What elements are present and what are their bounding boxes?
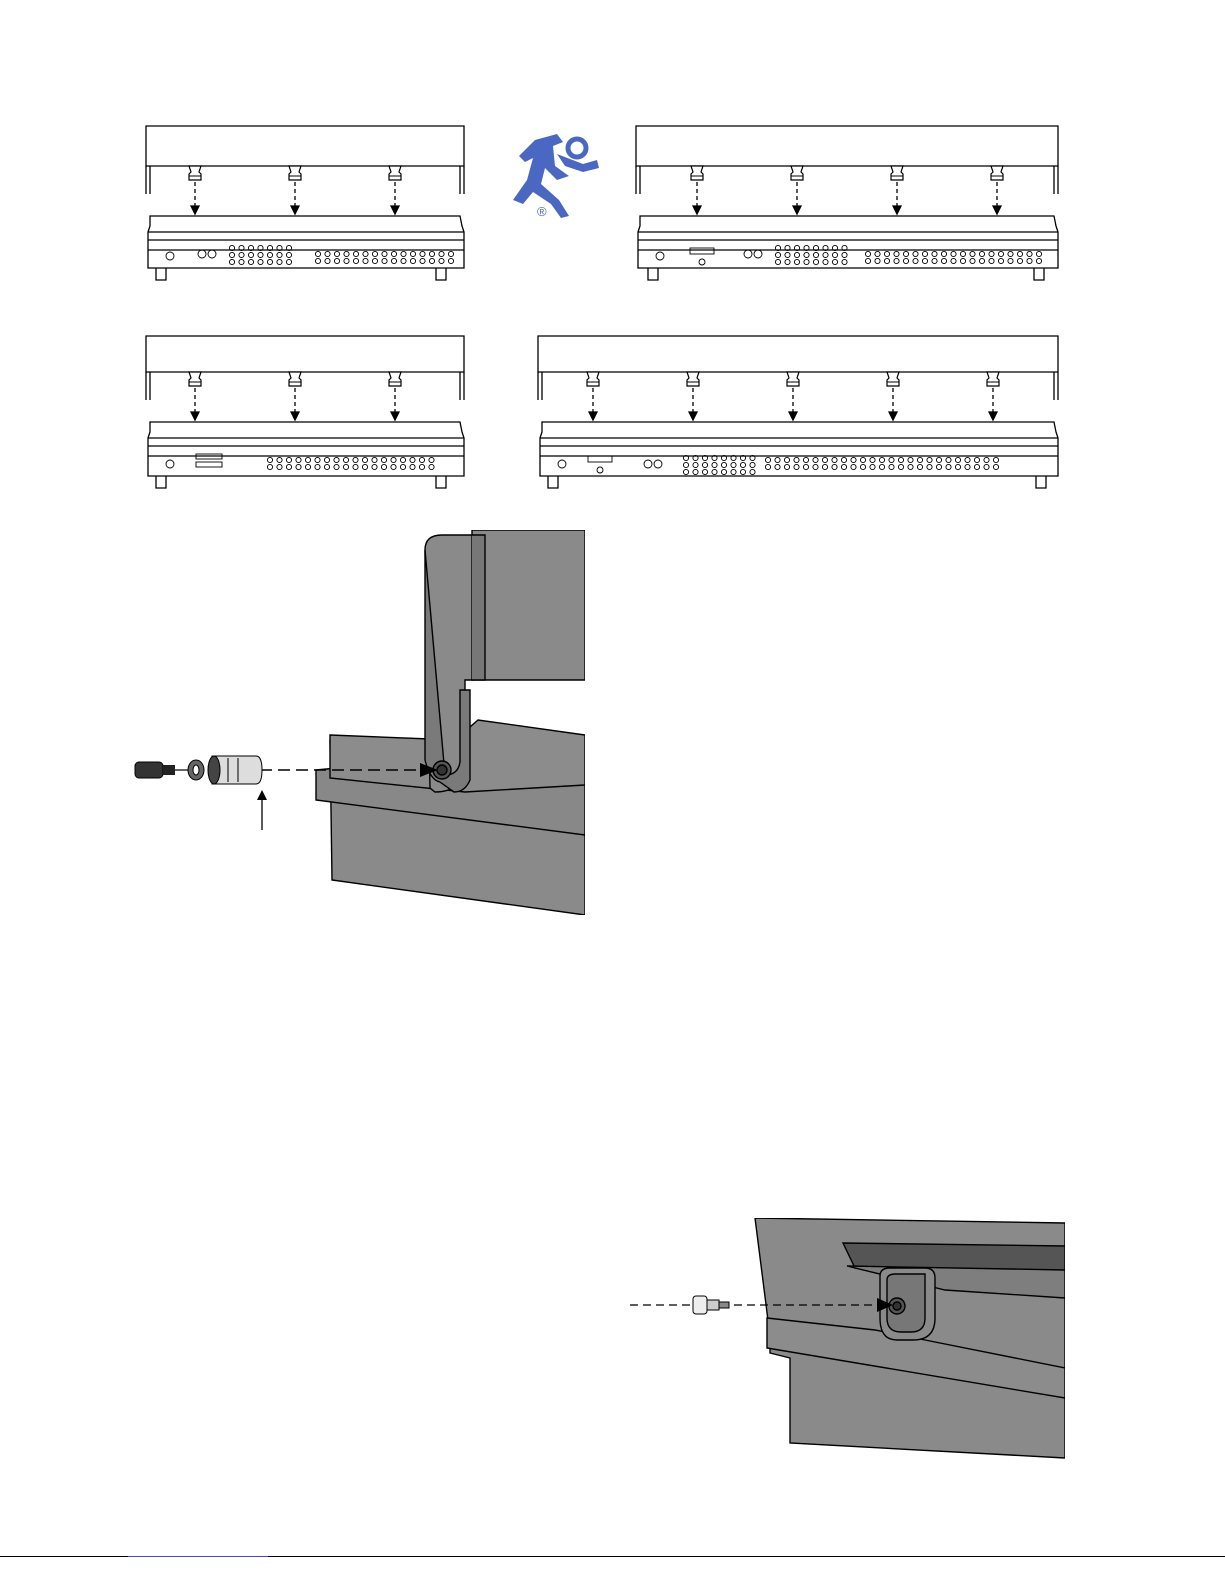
running-man-logo: ®: [505, 120, 605, 230]
insert-arrow: [889, 388, 897, 420]
insert-arrow: [989, 388, 997, 420]
mounting-clip: [691, 166, 703, 180]
mounting-clip: [587, 372, 599, 386]
insert-arrow: [191, 182, 199, 214]
insert-arrow: [793, 182, 801, 214]
mounting-clip: [189, 166, 201, 180]
mounting-clip: [991, 166, 1003, 180]
console-small-b-figure: [140, 330, 470, 495]
insert-arrow: [191, 388, 199, 420]
insert-arrow: [993, 182, 1001, 214]
hinge-detail-figure: [120, 530, 585, 915]
mounting-clip: [189, 372, 201, 386]
mounting-clip: [887, 372, 899, 386]
mounting-clip: [389, 372, 401, 386]
mounting-clip: [687, 372, 699, 386]
thumb-screw-icon: [693, 1296, 729, 1314]
mounting-clip: [389, 166, 401, 180]
screw-icon: [135, 762, 175, 778]
insert-arrow: [291, 182, 299, 214]
insert-arrow: [391, 388, 399, 420]
mounting-clip: [289, 372, 301, 386]
insert-arrow: [893, 182, 901, 214]
insert-arrow: [689, 388, 697, 420]
footer-link-rule: [128, 1556, 268, 1557]
mounting-clip: [891, 166, 903, 180]
insert-arrow: [789, 388, 797, 420]
console-large-b-figure: [530, 330, 1065, 495]
mounting-clip: [791, 166, 803, 180]
mounting-clip: [289, 166, 301, 180]
console-small-a-figure: [140, 120, 470, 290]
spacer-icon: [208, 756, 262, 784]
insert-arrow: [693, 182, 701, 214]
hinge-screw-detail-figure: [625, 1218, 1065, 1468]
insert-arrow: [291, 388, 299, 420]
washer-icon: [188, 760, 204, 780]
registered-mark: ®: [537, 204, 547, 219]
insert-arrow: [589, 388, 597, 420]
console-large-a-figure: [630, 120, 1065, 290]
insert-arrow: [391, 182, 399, 214]
mounting-clip: [987, 372, 999, 386]
mounting-clip: [787, 372, 799, 386]
